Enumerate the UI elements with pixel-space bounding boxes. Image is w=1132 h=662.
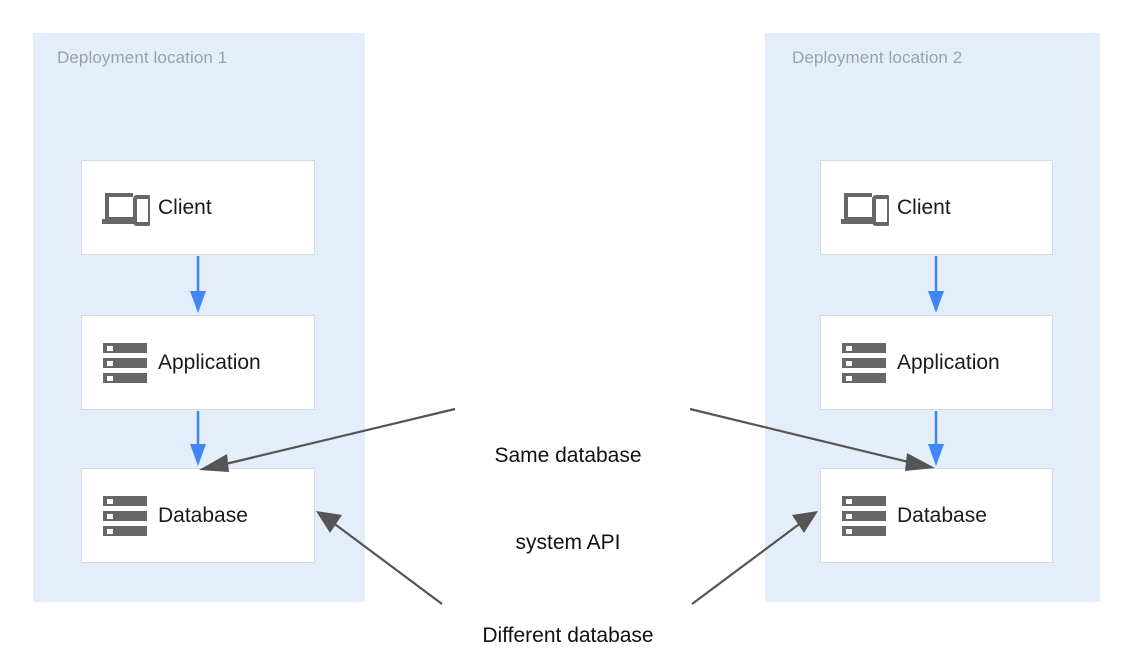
annotation-line-1: Different database bbox=[482, 624, 654, 647]
node-label-application: Application bbox=[158, 350, 261, 374]
devices-icon bbox=[96, 188, 154, 228]
node-application-location-2[interactable]: Application bbox=[820, 315, 1053, 410]
node-label-application: Application bbox=[897, 350, 1000, 374]
node-label-database: Database bbox=[158, 503, 248, 527]
annotation-different-database-system: Different database system bbox=[450, 563, 686, 662]
annotation-line-2: system API bbox=[515, 531, 621, 554]
database-icon bbox=[96, 494, 154, 538]
deployment-location-1-label: Deployment location 1 bbox=[57, 48, 228, 67]
annotation-line-1: Same database bbox=[494, 444, 642, 467]
node-database-location-2[interactable]: Database bbox=[820, 468, 1053, 563]
node-application-location-1[interactable]: Application bbox=[81, 315, 315, 410]
node-client-location-2[interactable]: Client bbox=[820, 160, 1053, 255]
node-label-client: Client bbox=[897, 195, 951, 219]
node-label-database: Database bbox=[897, 503, 987, 527]
annotation-same-database-system-api: Same database system API bbox=[450, 383, 686, 615]
node-database-location-1[interactable]: Database bbox=[81, 468, 315, 563]
node-client-location-1[interactable]: Client bbox=[81, 160, 315, 255]
server-icon bbox=[835, 341, 893, 385]
devices-icon bbox=[835, 188, 893, 228]
database-icon bbox=[835, 494, 893, 538]
deployment-location-2-label: Deployment location 2 bbox=[792, 48, 963, 67]
server-icon bbox=[96, 341, 154, 385]
node-label-client: Client bbox=[158, 195, 212, 219]
